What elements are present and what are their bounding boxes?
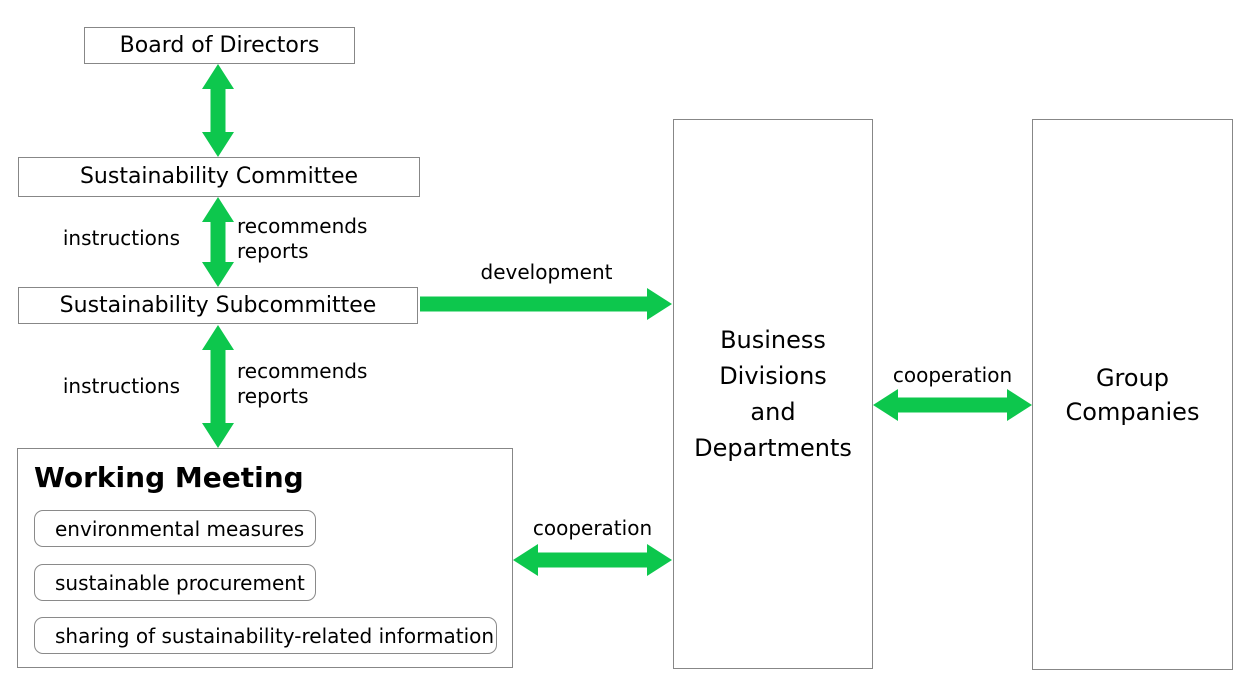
reports-label-1: reports [237, 239, 309, 263]
board-of-directors-box: Board of Directors [84, 27, 355, 64]
recommends-reports-label-1: recommends reports [237, 214, 367, 264]
cooperation-label-2: cooperation [892, 363, 1013, 387]
sustainability-subcommittee-box: Sustainability Subcommittee [18, 287, 418, 324]
recommends-label-2: recommends [237, 359, 368, 383]
business-divisions-line-1: Business [720, 326, 826, 354]
instructions-label-1: instructions [62, 226, 180, 250]
working-meeting-box: Working Meeting environmental measures s… [17, 448, 513, 668]
business-divisions-line-3: and [750, 398, 796, 426]
board-committee-double-arrow [202, 64, 234, 157]
business-group-double-arrow [873, 389, 1032, 421]
business-divisions-line-2: Divisions [719, 362, 827, 390]
sustainability-committee-label: Sustainability Committee [79, 164, 359, 190]
working-item-environmental-measures: environmental measures [34, 510, 316, 547]
development-label: development [480, 260, 613, 284]
working-item-sustainable-procurement: sustainable procurement [34, 564, 316, 601]
instructions-label-2: instructions [62, 374, 180, 398]
reports-label-2: reports [237, 384, 309, 408]
board-of-directors-label: Board of Directors [119, 32, 320, 58]
sustainability-subcommittee-label: Sustainability Subcommittee [59, 292, 377, 318]
group-companies-line-2: Companies [1065, 397, 1200, 426]
working-item-sharing-information: sharing of sustainability-related inform… [34, 617, 497, 654]
group-companies-line-1: Group [1095, 363, 1170, 392]
committee-subcommittee-double-arrow [202, 197, 234, 287]
business-divisions-box: Business Divisions and Departments [673, 119, 873, 669]
group-companies-box: Group Companies [1032, 119, 1233, 670]
development-arrow [420, 288, 672, 320]
business-divisions-line-4: Departments [694, 434, 852, 462]
recommends-reports-label-2: recommends reports [237, 359, 367, 409]
cooperation-label-1: cooperation [532, 516, 653, 540]
working-meeting-title: Working Meeting [34, 461, 304, 494]
working-business-double-arrow [513, 544, 672, 576]
sustainability-committee-box: Sustainability Committee [18, 157, 420, 197]
subcommittee-working-double-arrow [202, 325, 234, 448]
recommends-label-1: recommends [237, 214, 368, 238]
